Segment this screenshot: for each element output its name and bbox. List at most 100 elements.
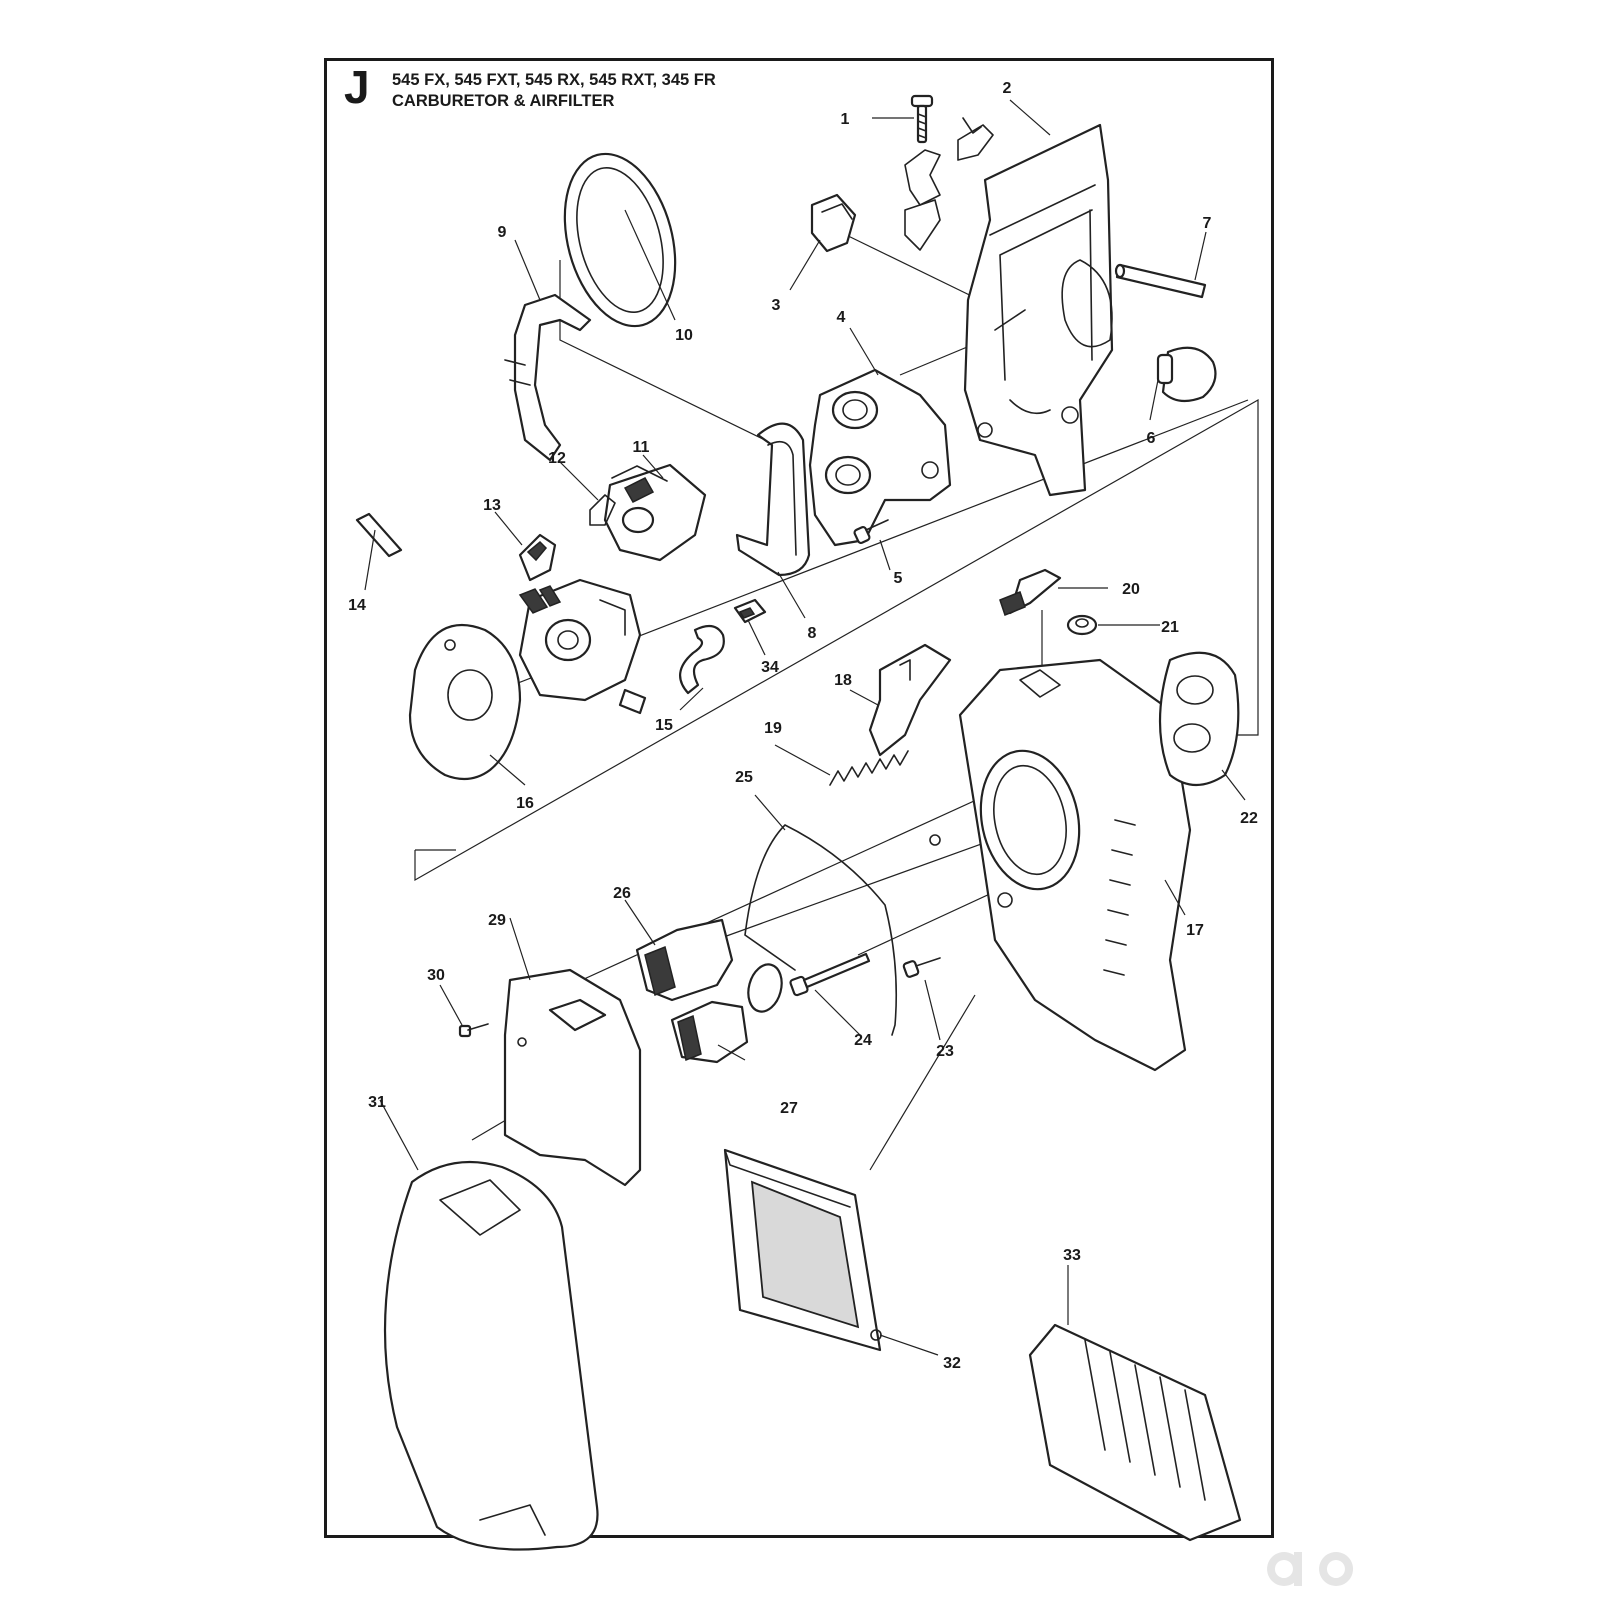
callout-3: 3 [772,297,781,314]
part-30-screw [458,1023,489,1038]
part-15-hose [679,624,725,695]
callout-8: 8 [808,625,817,642]
callout-33: 33 [1063,1247,1081,1264]
leader-7 [1194,231,1207,281]
assembly-line-top [414,398,1259,882]
part-14-pin [355,512,403,558]
callout-23: 23 [936,1043,954,1060]
callout-1: 1 [841,111,850,128]
part-7-pin [1114,263,1207,299]
callout-10: 10 [675,327,693,344]
callout-20: 20 [1122,581,1140,598]
leader-11 [642,454,664,479]
part-27-seals [670,963,783,1064]
leader-27 [717,1044,746,1061]
part-13-lever [518,533,557,582]
leader-30 [439,984,463,1026]
diagram-title: CARBURETOR & AIRFILTER [392,92,615,110]
callout-32: 32 [943,1355,961,1372]
callout-27: 27 [780,1100,798,1117]
callout-22: 22 [1240,810,1258,827]
model-list: 545 FX, 545 FXT, 545 RX, 545 RXT, 345 FR [392,71,716,89]
leader-18 [849,689,879,706]
part-31-outer-cover [383,1160,599,1551]
leader-24 [814,989,861,1036]
leader-34 [747,619,766,656]
callout-19: 19 [764,720,782,737]
part-6-primer-bulb [1156,346,1217,403]
leader-5 [879,539,891,571]
part-24-screw [789,952,871,997]
callout-24: 24 [854,1032,872,1049]
leader-3 [789,239,821,291]
callout-13: 13 [483,497,501,514]
part-25-wire [744,824,898,1036]
callout-18: 18 [834,672,852,689]
leader-12 [559,461,599,501]
callout-15: 15 [655,717,673,734]
part-33-screen [1028,1323,1242,1542]
part-11-insulator [603,463,707,562]
callout-labels: 1 2 3 4 5 6 7 8 9 10 11 12 13 14 15 16 1… [348,80,1258,1372]
callout-34: 34 [761,659,779,676]
part-5-screw [853,519,889,544]
leader-29 [509,917,531,981]
leader-16 [489,754,526,786]
leader-19 [774,744,831,776]
assembly-line-32 [869,994,976,1171]
diagram-frame [324,58,1274,1538]
leader-9 [514,239,541,301]
part-32-panel-filter [723,1148,882,1352]
callout-14: 14 [348,597,366,614]
part-22-flange [1158,651,1240,787]
leader-26 [624,899,656,946]
leader-15 [679,687,704,711]
callout-17: 17 [1186,922,1204,939]
part-1-screw [910,94,934,144]
callout-16: 16 [516,795,534,812]
throttle-linkage [904,117,994,251]
callout-12: 12 [548,450,566,467]
part-10-ring [563,152,677,328]
leader-22 [1221,769,1246,801]
leader-32 [879,1334,939,1356]
callout-25: 25 [735,769,753,786]
callout-30: 30 [427,967,445,984]
part-21-grommet [1066,614,1098,636]
assembly-line-9 [559,260,766,441]
part-2-tank [963,123,1114,497]
part-23-screw [902,957,941,978]
leader-14 [364,529,376,591]
carburetor [518,578,647,715]
part-17-filter-housing [929,658,1192,1072]
callout-21: 21 [1161,619,1179,636]
leader-17 [1164,879,1186,916]
part-12-clip [589,494,616,526]
leader-2 [1009,99,1051,136]
part-29-cover [503,968,642,1187]
callout-7: 7 [1203,215,1212,232]
part-16-housing [408,623,522,781]
leader-4 [849,327,879,376]
callout-6: 6 [1147,430,1156,447]
assembly-line-29 [559,779,1021,991]
leader-13 [494,511,523,546]
callout-31: 31 [368,1094,386,1111]
callout-11: 11 [633,439,650,456]
assembly-line-3 [839,231,991,306]
callout-2: 2 [1003,80,1012,97]
part-26-filter [635,918,734,1002]
leader-23 [924,979,941,1041]
part-20-clip [999,568,1062,616]
callout-9: 9 [498,224,507,241]
part-9-bracket [504,293,592,462]
part-4-manifold [808,368,952,547]
part-18-lever [868,643,952,757]
callout-4: 4 [837,309,846,326]
callout-5: 5 [894,570,903,587]
section-letter: J [344,61,370,113]
leader-8 [777,571,806,619]
leader-25 [754,794,786,831]
brand-logo-icon [1267,1552,1354,1586]
